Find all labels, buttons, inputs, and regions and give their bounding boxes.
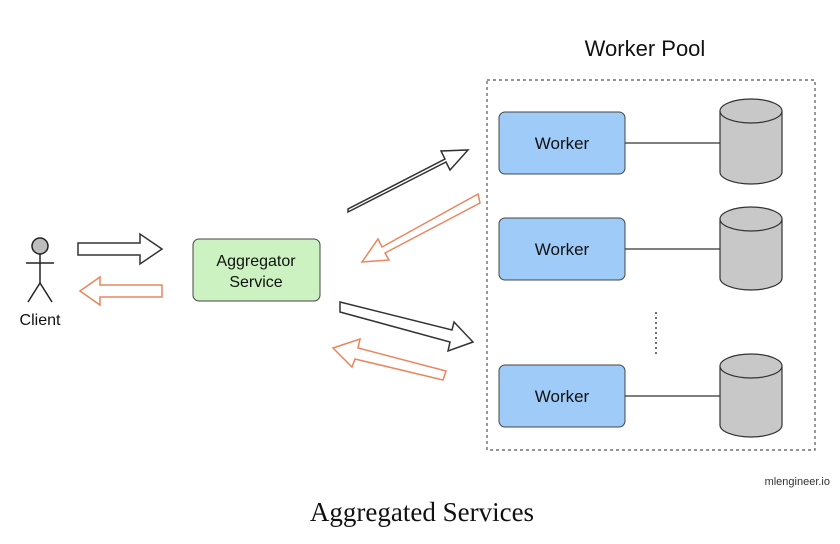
aggregator-service-box <box>192 238 321 302</box>
aggregator-label-line1: Aggregator <box>216 253 296 270</box>
client-label: Client <box>20 312 61 329</box>
client-response-arrow <box>78 275 163 307</box>
worker-label: Worker <box>535 134 590 153</box>
worker-label: Worker <box>535 240 590 259</box>
figure-caption: Aggregated Services <box>310 497 534 527</box>
worker-pool-container <box>486 79 816 451</box>
database-icon <box>719 206 783 291</box>
response-arrow-from-upper-worker <box>360 192 481 263</box>
aggregator-label-line2: Service <box>229 274 282 291</box>
database-icon <box>719 98 783 185</box>
response-arrow-from-lower-worker <box>331 337 447 381</box>
database-icon <box>719 353 783 438</box>
request-arrow-to-upper-worker <box>347 149 470 214</box>
client-request-arrow <box>77 232 164 266</box>
watermark: mlengineer.io <box>765 476 830 488</box>
client-actor-icon <box>26 237 54 303</box>
worker-pool-title: Worker Pool <box>585 36 706 61</box>
worker-label: Worker <box>535 387 590 406</box>
request-arrow-to-lower-worker <box>339 301 475 353</box>
